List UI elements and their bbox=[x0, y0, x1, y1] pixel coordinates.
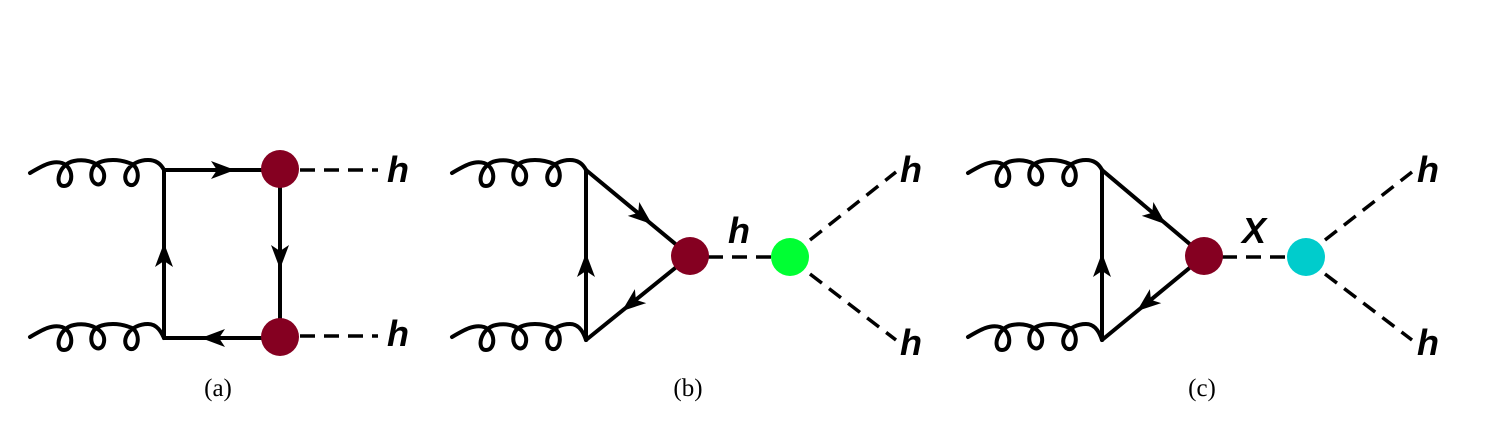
label-h-top: h bbox=[900, 149, 922, 190]
gluon-top-left bbox=[966, 158, 1104, 188]
gluon-top-left bbox=[28, 158, 166, 188]
vertex-bottom bbox=[261, 318, 299, 356]
gluon-bottom-left bbox=[966, 322, 1104, 352]
higgs-line-bottom bbox=[808, 272, 898, 342]
label-h-bottom: h bbox=[1417, 322, 1439, 363]
higgs-line-bottom bbox=[1323, 272, 1414, 342]
label-h-bottom: h bbox=[900, 322, 922, 363]
vertex-loop bbox=[1185, 237, 1223, 275]
label-h-top: h bbox=[1417, 149, 1439, 190]
diagram-c: X h h (c) bbox=[966, 149, 1439, 402]
gluon-bottom-left bbox=[450, 322, 588, 352]
caption-b: (b) bbox=[673, 375, 702, 402]
caption-a: (a) bbox=[204, 375, 232, 402]
label-h-mediator: h bbox=[728, 210, 750, 251]
diagram-a: h h (a) bbox=[28, 149, 409, 402]
higgs-line-top bbox=[808, 170, 898, 242]
vertex-top bbox=[261, 150, 299, 188]
vertex-loop bbox=[671, 237, 709, 275]
fermion-line-lower bbox=[584, 254, 692, 342]
gluon-bottom-left bbox=[28, 322, 166, 352]
diagram-b: h h h (b) bbox=[450, 149, 922, 402]
label-h-bottom: h bbox=[387, 313, 409, 354]
caption-c: (c) bbox=[1188, 375, 1216, 402]
fermion-line-lower bbox=[1100, 254, 1206, 342]
gluon-top-left bbox=[450, 158, 588, 188]
vertex-x-decay bbox=[1287, 238, 1325, 276]
label-h-top: h bbox=[387, 149, 409, 190]
vertex-trilinear bbox=[771, 238, 809, 276]
higgs-line-top bbox=[1323, 170, 1414, 242]
label-x-mediator: X bbox=[1240, 210, 1268, 251]
